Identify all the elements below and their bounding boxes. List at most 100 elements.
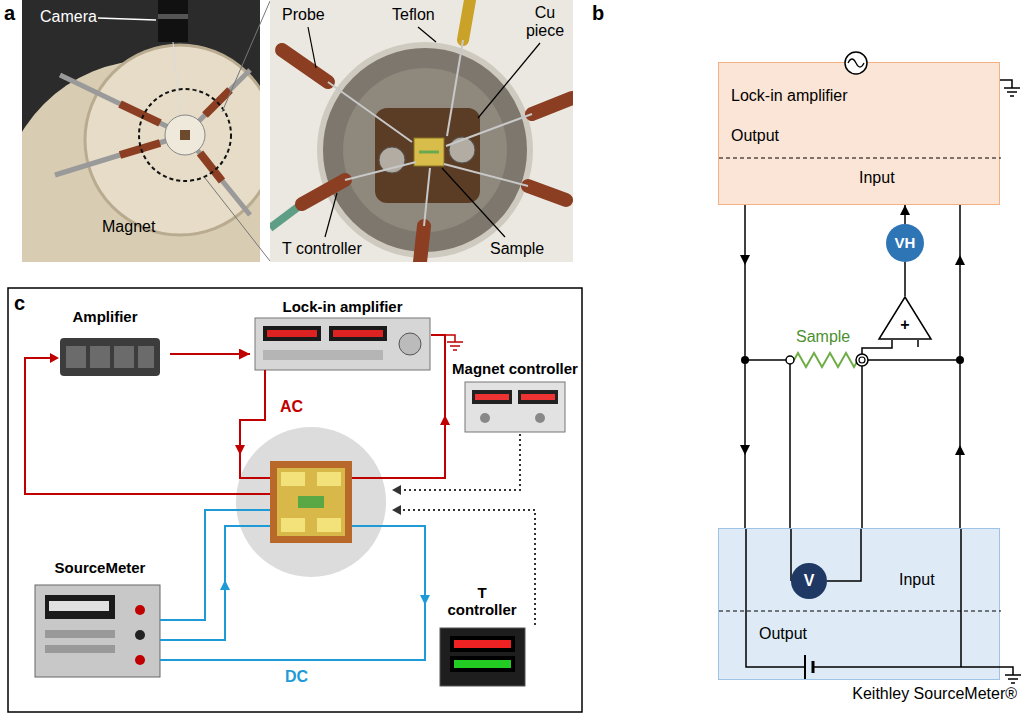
current-arrow bbox=[420, 595, 430, 605]
probe-holder bbox=[120, 104, 160, 123]
panel-letter: b bbox=[592, 2, 604, 25]
signal-arrow bbox=[904, 205, 906, 224]
button-row bbox=[45, 645, 115, 653]
terminal bbox=[135, 605, 145, 615]
probe-holder bbox=[420, 226, 424, 262]
wire bbox=[789, 364, 791, 528]
terminal bbox=[135, 655, 145, 665]
display bbox=[329, 326, 387, 341]
terminal bbox=[135, 630, 145, 640]
meter-circle: V bbox=[791, 563, 827, 599]
meter-symbol: VH bbox=[886, 224, 924, 262]
probe-holder bbox=[200, 153, 222, 181]
device: Magnet controller bbox=[449, 358, 581, 434]
ground-symbol bbox=[961, 667, 1021, 683]
device: T controller bbox=[432, 582, 532, 690]
display bbox=[518, 390, 558, 404]
part-label: T controller bbox=[282, 240, 362, 258]
wire bbox=[959, 205, 961, 528]
magnet-controller-device bbox=[465, 382, 565, 432]
ac-wire bbox=[240, 370, 270, 478]
signal-label: DC bbox=[285, 668, 308, 686]
display bbox=[45, 595, 115, 619]
battery-symbol bbox=[812, 661, 815, 673]
panel-letter: c bbox=[14, 292, 25, 315]
button-row bbox=[45, 630, 115, 638]
amplifier-stage bbox=[114, 346, 134, 368]
stage-disc bbox=[236, 427, 386, 577]
probe-needle bbox=[446, 114, 532, 146]
sample-chip bbox=[414, 138, 444, 166]
knob bbox=[535, 413, 545, 423]
current-arrow bbox=[235, 445, 245, 455]
resistor-symbol bbox=[794, 353, 858, 367]
junction-dot bbox=[741, 356, 749, 364]
instrument-box: Lock-in amplifierOutputInput bbox=[718, 62, 1000, 205]
display-digits bbox=[475, 394, 509, 400]
wire bbox=[917, 340, 919, 347]
wire bbox=[745, 359, 786, 361]
leader-line bbox=[442, 168, 505, 237]
meter-symbol: V bbox=[791, 563, 827, 599]
part-label: Sample bbox=[490, 240, 544, 258]
button-row bbox=[263, 350, 383, 360]
meter-circle: VH bbox=[886, 224, 924, 262]
port-label: Input bbox=[899, 571, 935, 589]
device-label: SourceMeter bbox=[55, 559, 146, 576]
probe-holder bbox=[302, 180, 345, 204]
camera-wire bbox=[173, 42, 180, 114]
sourcemeter-device bbox=[35, 585, 160, 677]
lockin-device bbox=[255, 318, 430, 370]
chip-pad bbox=[317, 518, 341, 532]
leader-line bbox=[478, 43, 540, 118]
display-digits bbox=[454, 660, 511, 668]
magnet-ring bbox=[85, 45, 260, 235]
probe-arm bbox=[60, 75, 185, 135]
probe-needle bbox=[444, 164, 528, 186]
photo-background bbox=[270, 0, 573, 262]
wire bbox=[862, 340, 892, 354]
chip-pad bbox=[317, 472, 341, 486]
polarity-sign: + bbox=[878, 316, 932, 334]
device: Lock-in amplifier bbox=[250, 296, 435, 372]
panel-letter: a bbox=[4, 2, 15, 25]
device-label: T controller bbox=[444, 584, 520, 619]
sample-spot bbox=[180, 130, 190, 140]
leader-line bbox=[325, 193, 337, 237]
instrument-title: Lock-in amplifier bbox=[731, 87, 847, 105]
dc-wire bbox=[160, 526, 425, 660]
port-label: Output bbox=[731, 127, 779, 145]
instrument-box: VInputOutputKeithley SourceMeter® bbox=[718, 528, 1000, 680]
zoom-line bbox=[222, 1, 270, 112]
teflon-floor bbox=[343, 68, 507, 232]
current-arrow bbox=[440, 415, 450, 425]
probe-needle bbox=[447, 40, 463, 136]
wire bbox=[868, 359, 960, 361]
display bbox=[450, 656, 515, 672]
wire bbox=[744, 205, 746, 528]
display-digits bbox=[333, 330, 383, 337]
port-label: Input bbox=[859, 169, 895, 187]
leader-line bbox=[418, 27, 436, 42]
divider-line bbox=[719, 611, 1001, 612]
opamp: + bbox=[878, 296, 932, 340]
display-digits bbox=[521, 394, 555, 400]
terminal bbox=[859, 357, 865, 363]
probe-holder bbox=[528, 186, 566, 200]
display-digits bbox=[49, 601, 109, 611]
sourcemeter-internals bbox=[719, 529, 1001, 681]
chip-pad bbox=[281, 472, 305, 486]
display-digits bbox=[454, 640, 511, 648]
zoom-line bbox=[205, 178, 270, 261]
amplifier-stage bbox=[138, 346, 154, 368]
current-arrow bbox=[955, 445, 965, 455]
display bbox=[472, 390, 512, 404]
battery-symbol bbox=[804, 655, 806, 679]
device: Amplifier bbox=[40, 306, 170, 380]
knob bbox=[480, 413, 490, 423]
dc-wire bbox=[160, 526, 270, 640]
current-arrow bbox=[220, 580, 230, 590]
sine-symbol bbox=[848, 59, 864, 67]
wire bbox=[746, 529, 961, 667]
ac-source-symbol bbox=[845, 52, 867, 74]
